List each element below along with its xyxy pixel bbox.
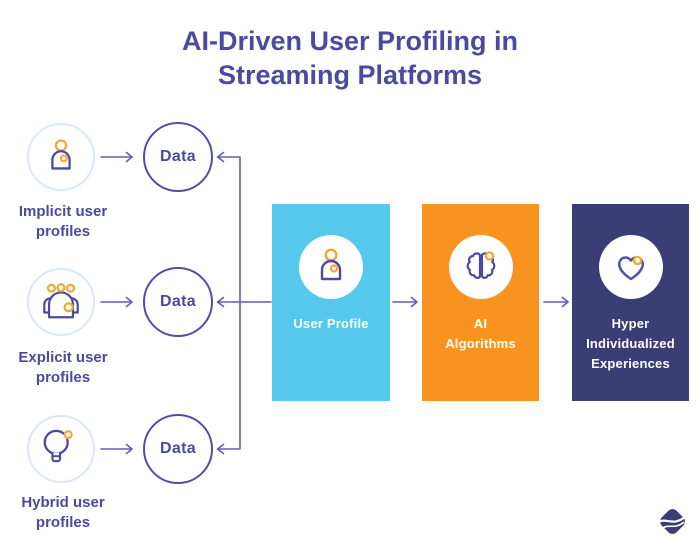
user-profile-label: User Profile	[293, 316, 369, 331]
page-title: AI-Driven User Profiling in Streaming Pl…	[0, 24, 700, 92]
arrow-profile-to-algorithms	[392, 296, 418, 308]
data-node-implicit: Data	[143, 122, 213, 192]
arrow-algorithms-to-experiences	[543, 296, 569, 308]
user-profile-box: User Profile	[272, 204, 390, 401]
hyper-experiences-label: Hyper Individualized Experiences	[586, 316, 675, 371]
hybrid-lightbulb-icon	[43, 429, 73, 463]
implicit-user-label: Implicit user profiles	[18, 203, 108, 240]
heart-icon	[617, 255, 644, 281]
hybrid-user-circle	[27, 415, 95, 483]
heart-icon-circle	[598, 235, 663, 299]
implicit-user-circle	[27, 123, 95, 191]
ai-brain-icon-circle	[448, 235, 513, 299]
ai-algorithms-label: AI Algorithms	[445, 316, 516, 351]
implicit-user-icon	[51, 139, 71, 170]
title-line-2: Streaming Platforms	[217, 60, 483, 90]
hybrid-user-label: Hybrid user profiles	[21, 494, 105, 531]
explicit-user-label: Explicit user profiles	[18, 349, 108, 386]
data-node-label: Data	[160, 440, 196, 457]
arrow-hybrid-to-data	[100, 443, 133, 455]
explicit-users-circle	[27, 268, 95, 336]
data-node-label: Data	[160, 148, 196, 165]
title-line-1: AI-Driven User Profiling in	[181, 26, 519, 56]
explicit-users-icon	[43, 283, 79, 319]
feedback-bracket	[216, 151, 272, 455]
data-node-label: Data	[160, 293, 196, 310]
swirl-logo-icon	[657, 509, 687, 534]
data-node-explicit: Data	[143, 267, 213, 337]
ai-algorithms-box: AI Algorithms	[422, 204, 539, 401]
user-profile-icon-circle	[299, 235, 363, 299]
hyper-experiences-box: Hyper Individualized Experiences	[572, 204, 689, 401]
arrow-implicit-to-data	[100, 151, 133, 163]
user-profile-icon	[320, 248, 342, 281]
data-node-hybrid: Data	[143, 414, 213, 484]
arrow-explicit-to-data	[100, 296, 133, 308]
ai-brain-icon	[466, 251, 495, 279]
